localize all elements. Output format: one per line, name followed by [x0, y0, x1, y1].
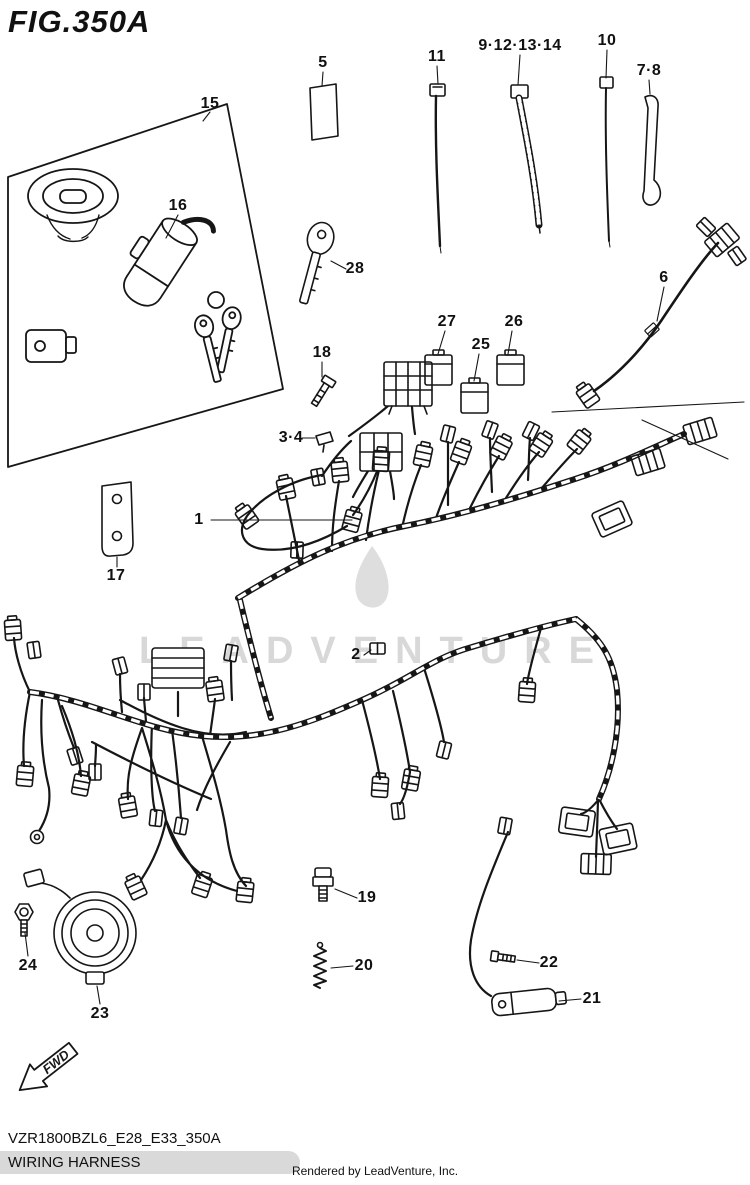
callout-11: 11 [428, 48, 446, 65]
callout-5: 5 [318, 54, 328, 71]
callout-26: 26 [504, 313, 524, 330]
callout-6: 6 [659, 269, 669, 286]
harness-branch-wires [12, 241, 720, 998]
callout-7-8: 7·8 [636, 62, 662, 79]
callout-25: 25 [471, 336, 491, 353]
watermark-logo [355, 546, 389, 608]
figure-name: WIRING HARNESS [8, 1154, 141, 1171]
callout-27: 27 [437, 313, 457, 330]
figure-name-highlight [0, 1151, 300, 1174]
callout-20: 20 [354, 957, 374, 974]
relay-parts [424, 349, 525, 414]
loose-parts [14, 76, 662, 1017]
render-credit: Rendered by LeadVenture, Inc. [291, 1164, 459, 1178]
watermark-text: LEADVENTURE [75, 630, 675, 673]
callout-1: 1 [194, 511, 204, 528]
figure-title: FIG.350A [8, 4, 151, 39]
leader-lines [24, 49, 745, 1005]
junction-blocks [29, 361, 433, 845]
figure-code: VZR1800BZL6_E28_E33_350A [8, 1130, 221, 1147]
callout-24: 24 [18, 957, 38, 974]
callout-2: 2 [351, 646, 361, 663]
callout-21: 21 [582, 990, 602, 1007]
harness-trunk-tape [29, 432, 685, 800]
callout-9-12-13-14: 9·12·13·14 [478, 37, 562, 54]
ignition-switch-box [7, 103, 284, 468]
callout-10: 10 [597, 32, 617, 49]
callout-16: 16 [168, 197, 188, 214]
callout-23: 23 [90, 1005, 110, 1022]
fwd-arrow: FWD [18, 1041, 79, 1092]
callout-28: 28 [345, 260, 365, 277]
callout-17: 17 [106, 567, 126, 584]
callout-18: 18 [312, 344, 332, 361]
callout-22: 22 [539, 954, 559, 971]
callout-15: 15 [200, 95, 220, 112]
callout-19: 19 [357, 889, 377, 906]
callout-3-4: 3·4 [278, 429, 304, 446]
